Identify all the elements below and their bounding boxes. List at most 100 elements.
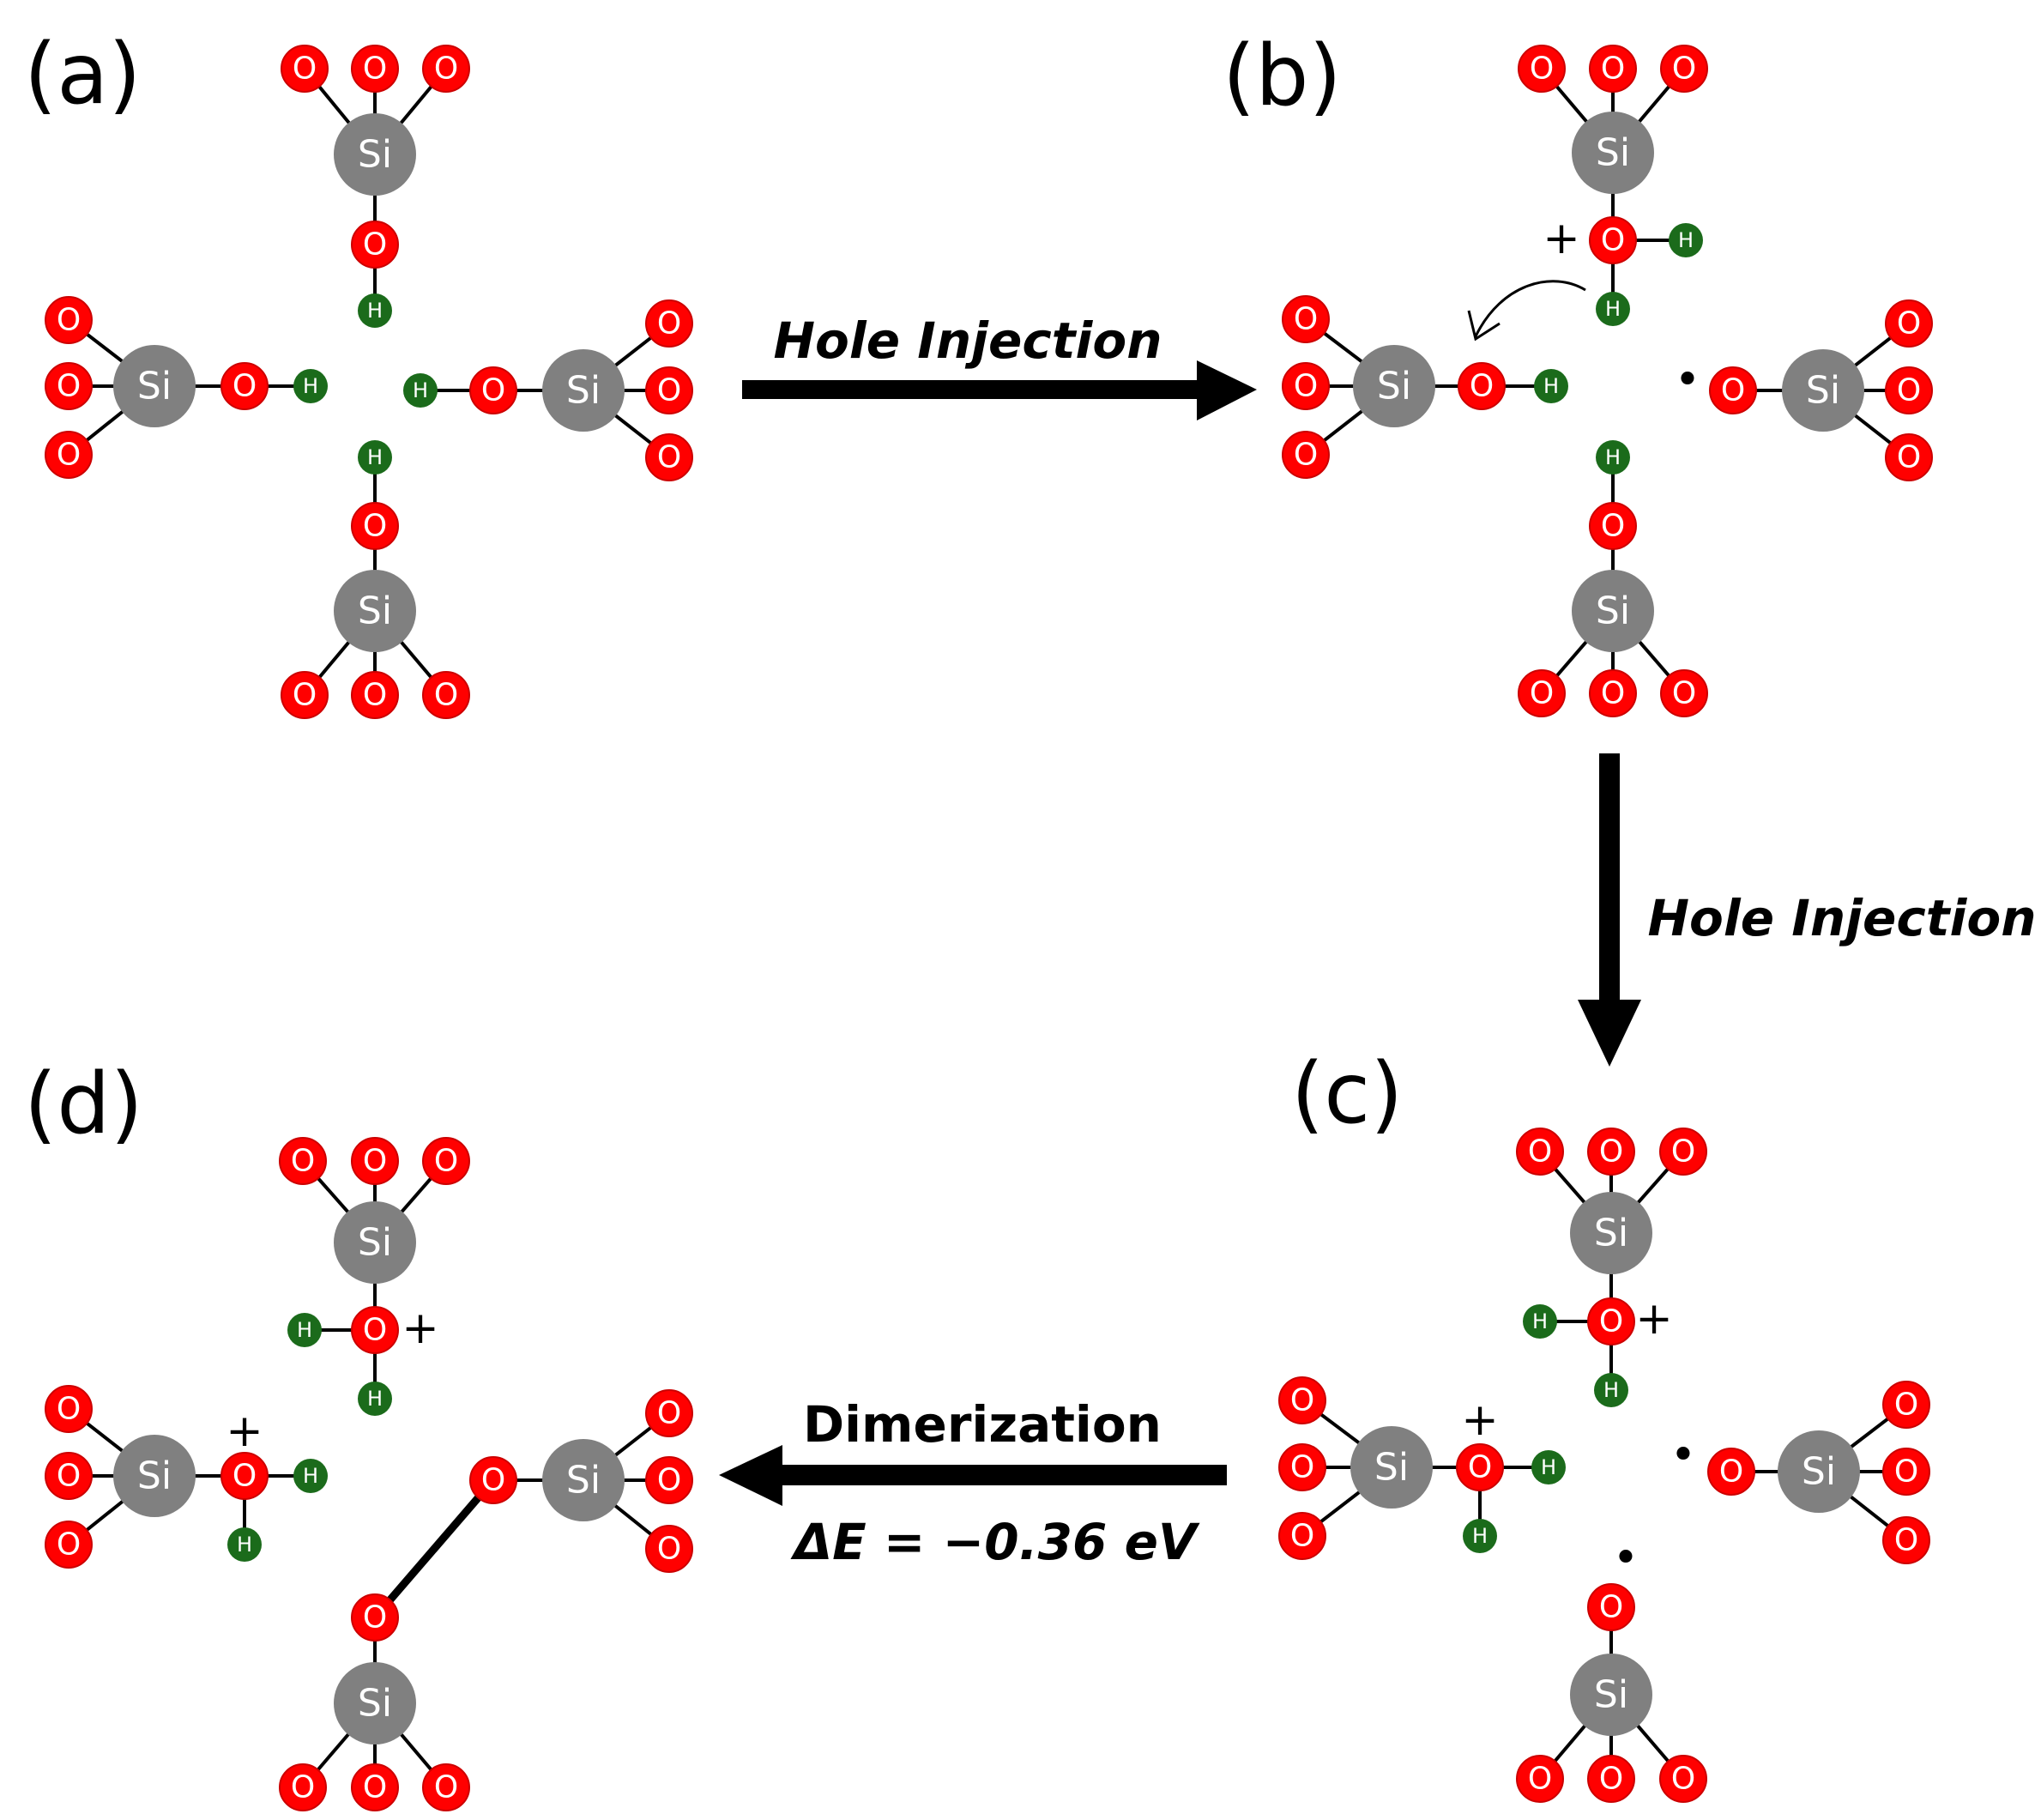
svg-text:H: H [1605,297,1621,321]
silicon-atom: Si [542,1439,625,1521]
oxygen-atom: O [1885,433,1933,481]
oxygen-atom: O [1516,1128,1564,1176]
silicon-atom: Si [1572,570,1654,652]
svg-text:O: O [1894,1454,1918,1490]
svg-text:H: H [367,445,383,469]
oxygen-atom: O [1587,1297,1635,1345]
oxygen-atom: O [469,1456,517,1504]
svg-text:O: O [434,1144,458,1179]
svg-text:H: H [303,374,318,398]
hydrogen-atom: H [1596,292,1630,326]
svg-text:H: H [1472,1524,1488,1548]
svg-text:O: O [363,509,387,544]
svg-text:Si: Si [358,133,392,177]
svg-text:O: O [1528,1134,1552,1170]
oxygen-atom: O [645,1525,693,1573]
bond [371,1478,497,1620]
svg-text:O: O [1719,1454,1743,1490]
silicon-atom: Si [1350,1426,1433,1509]
arrow-shaft [742,380,1218,399]
oxygen-atom: O [1660,669,1708,717]
svg-text:O: O [363,51,387,87]
hydrogen-atom: H [227,1527,262,1562]
hydrogen-atom: H [293,1459,328,1493]
oxygen-atom: O [1278,1443,1326,1491]
hydrogen-atom: H [358,293,392,328]
hydrogen-atom: H [1596,440,1630,475]
svg-text:O: O [1601,51,1625,87]
oxygen-atom: O [45,1521,93,1569]
svg-text:O: O [363,678,387,713]
svg-text:O: O [1894,1523,1918,1558]
svg-text:Si: Si [137,1454,172,1498]
panel-label-b: (b) [1223,27,1342,125]
svg-text:H: H [237,1533,252,1557]
oxygen-atom: O [1282,362,1330,410]
svg-text:O: O [57,303,81,338]
svg-text:Si: Si [1594,1673,1628,1717]
svg-text:O: O [1671,1134,1695,1170]
charge-plus-c-top: + [1635,1293,1673,1345]
silicon-atom: Si [113,345,196,427]
svg-text:Si: Si [1806,369,1840,413]
svg-text:O: O [1599,1304,1623,1339]
svg-text:O: O [1290,1519,1314,1554]
oxygen-atom: O [422,1137,470,1185]
oxygen-atom: O [45,362,93,410]
oxygen-atom: O [1882,1381,1930,1429]
svg-text:O: O [1294,438,1318,473]
arrow-head [1197,360,1257,420]
svg-text:O: O [434,678,458,713]
proton-transfer-arrow [1474,280,1586,337]
charge-plus-d-top: + [402,1303,439,1354]
hydrogen-atom: H [1669,223,1703,257]
svg-text:O: O [1599,1762,1623,1797]
svg-text:O: O [1468,1450,1492,1485]
oxygen-atom: O [1518,45,1566,93]
svg-text:Si: Si [1596,590,1630,633]
arrow-label-dimerization: Dimerization [803,1395,1162,1454]
svg-text:O: O [1721,373,1745,408]
svg-text:O: O [1672,51,1696,87]
svg-text:O: O [657,1396,681,1431]
svg-text:O: O [1601,223,1625,258]
hydrogen-atom: H [403,373,438,408]
oxygen-atom: O [351,671,399,719]
svg-text:O: O [1601,509,1625,544]
oxygen-atom: O [645,1389,693,1437]
hydrogen-atom: H [358,440,392,475]
oxygen-atom: O [1587,1755,1635,1803]
svg-text:O: O [481,1463,505,1498]
svg-text:O: O [1470,369,1494,404]
svg-text:O: O [291,1770,315,1805]
oxygen-atom: O [1456,1443,1504,1491]
arrow-shaft [772,1465,1227,1485]
hydrogen-atom: H [1463,1519,1497,1553]
panel-label-c: (c) [1291,1045,1403,1143]
svg-text:O: O [57,1527,81,1563]
svg-text:O: O [291,1144,315,1179]
svg-text:H: H [303,1464,318,1488]
svg-text:O: O [363,1144,387,1179]
hydrogen-atom: H [293,369,328,403]
svg-text:O: O [434,1770,458,1805]
svg-text:O: O [363,227,387,263]
arrow-head [719,1445,782,1506]
svg-text:O: O [1897,306,1921,342]
oxygen-atom: O [1587,1583,1635,1631]
svg-text:H: H [1541,1455,1556,1479]
svg-text:O: O [1528,1762,1552,1797]
silicon-atom: Si [1570,1654,1652,1736]
svg-text:O: O [1290,1450,1314,1485]
svg-text:Si: Si [358,1221,392,1265]
oxygen-atom: O [645,299,693,348]
svg-text:Si: Si [1596,131,1630,175]
svg-text:O: O [293,678,317,713]
svg-text:O: O [232,1459,257,1494]
oxygen-atom: O [1278,1376,1326,1424]
hydrogen-atom: H [1531,1450,1566,1484]
svg-text:H: H [1678,228,1694,252]
oxygen-atom: O [351,221,399,269]
svg-text:H: H [1605,445,1621,469]
svg-text:H: H [297,1318,312,1342]
